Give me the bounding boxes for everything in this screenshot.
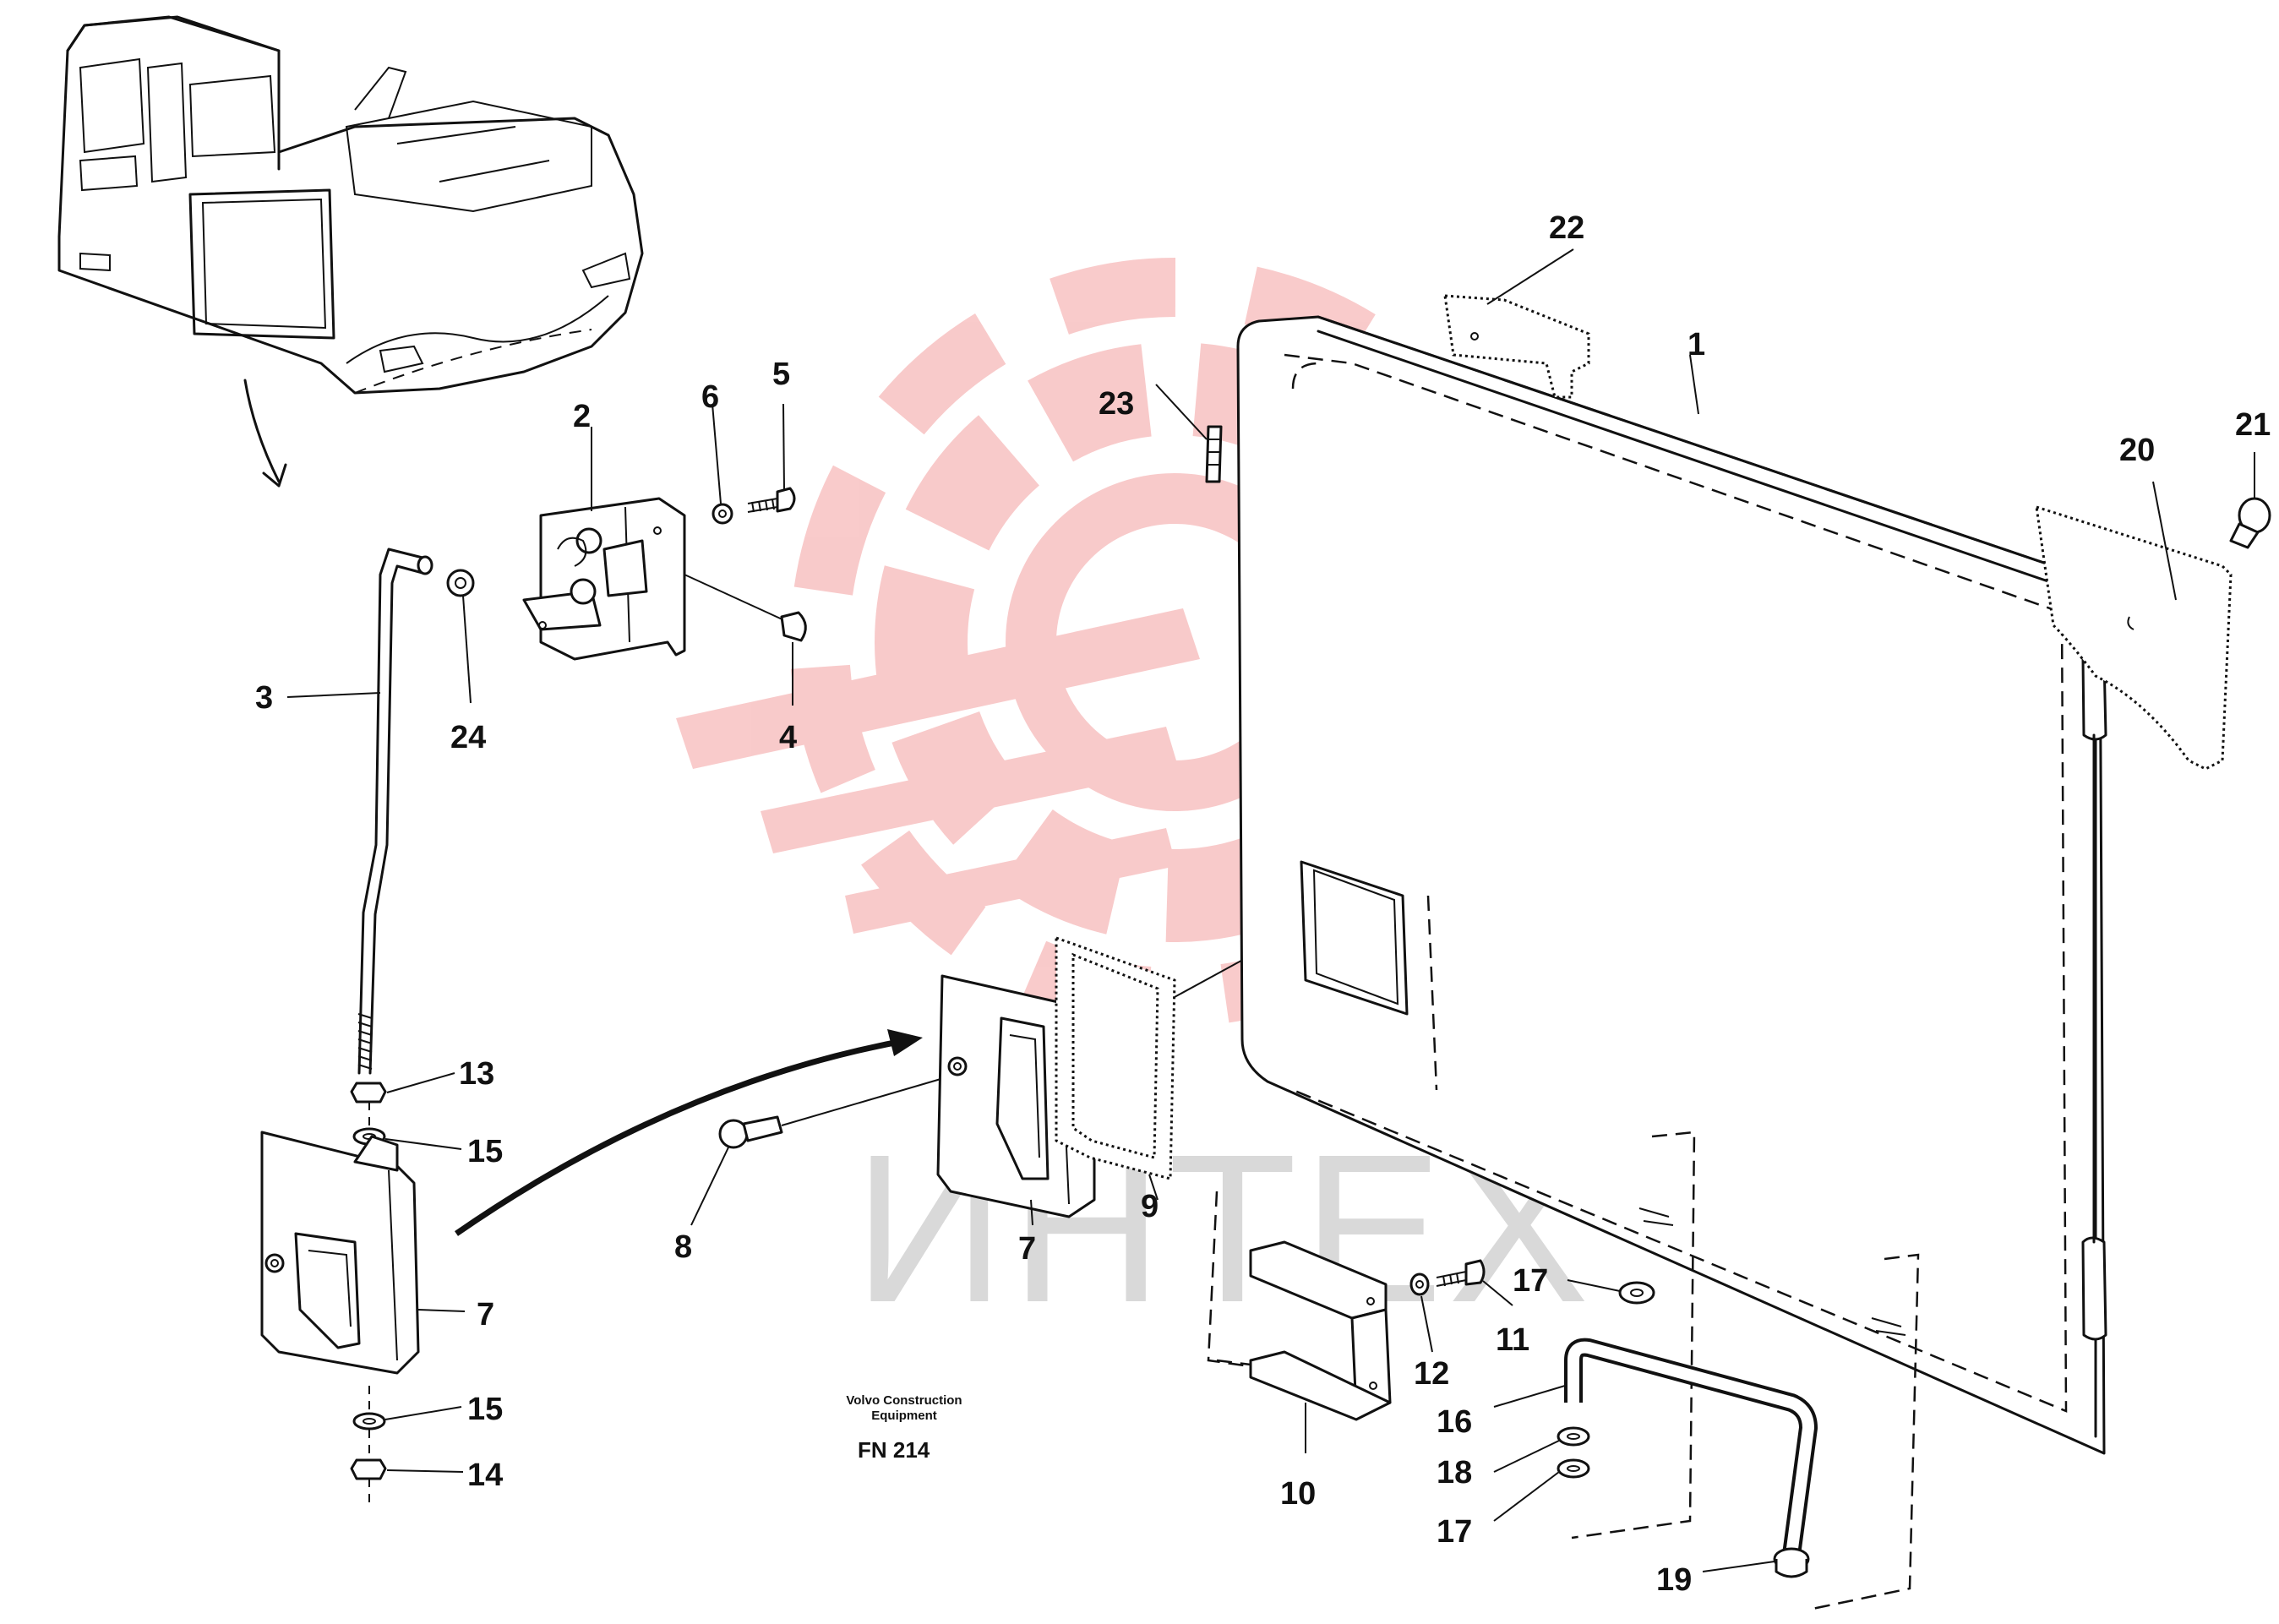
part-19-grommet — [1773, 1547, 1810, 1578]
excavator-overview-illustration — [57, 15, 644, 395]
callout-17-upper: 17 — [1513, 1263, 1548, 1299]
part-16-grab-handle — [1564, 1338, 1818, 1556]
part-18-washer — [1557, 1426, 1590, 1447]
part-5-screw — [747, 487, 796, 513]
callout-8: 8 — [674, 1229, 692, 1265]
part-13-nut — [350, 1082, 387, 1104]
part-24-clip — [446, 569, 475, 597]
callout-12: 12 — [1414, 1356, 1449, 1392]
assembly-arrow — [455, 1029, 923, 1236]
part-20-seal-section — [2035, 504, 2233, 771]
leader-line-part-8-axis — [781, 1076, 947, 1126]
part-12-washer — [1409, 1272, 1430, 1296]
callout-16: 16 — [1437, 1404, 1472, 1440]
callout-13: 13 — [459, 1056, 494, 1092]
mounting-hole-mark-right — [1871, 1317, 1906, 1336]
figure-code: FN 214 — [858, 1437, 930, 1463]
callout-22: 22 — [1549, 210, 1584, 246]
part-4-pin — [780, 611, 807, 642]
callout-9: 9 — [1141, 1189, 1159, 1224]
part-7-handle-exploded — [936, 974, 1096, 1218]
part-15-washer-lower — [352, 1412, 386, 1431]
part-21-grommet — [2229, 497, 2271, 549]
leader-lines — [286, 248, 2255, 1572]
part-6-washer — [712, 503, 733, 525]
part-2-lock-mechanism — [522, 497, 686, 661]
callout-7-left: 7 — [477, 1297, 494, 1332]
grab-handle-guide-left — [1571, 1131, 1696, 1540]
part-7-handle-left — [260, 1131, 420, 1375]
callout-11: 11 — [1496, 1322, 1529, 1358]
callout-21: 21 — [2235, 407, 2271, 443]
callout-17-lower: 17 — [1437, 1514, 1472, 1550]
part-17-grommet-upper — [1618, 1281, 1655, 1305]
leader-line-part-4 — [684, 574, 787, 622]
part-9-gasket — [1055, 935, 1176, 1180]
overview-pointer-arrow — [243, 379, 287, 488]
callout-24: 24 — [450, 720, 486, 755]
part-11-screw — [1436, 1259, 1486, 1287]
callout-labels: 1 2 3 4 5 6 7 7 8 9 10 11 12 13 14 15 15… — [255, 210, 2271, 1598]
callout-7-exploded: 7 — [1018, 1231, 1036, 1267]
callout-23: 23 — [1099, 386, 1134, 422]
callout-18: 18 — [1437, 1455, 1472, 1490]
part-10-bracket — [1216, 1240, 1392, 1421]
part-3-actuating-rod — [357, 548, 433, 1075]
callout-2: 2 — [573, 399, 591, 434]
callout-4: 4 — [779, 720, 797, 755]
grab-handle-guide-right — [1807, 1253, 1920, 1611]
part-8-lock-cylinder — [718, 1115, 783, 1149]
part-23-plug — [1205, 425, 1223, 483]
callout-6: 6 — [701, 379, 719, 415]
mounting-hole-mark-left — [1638, 1207, 1674, 1226]
part-14-nut — [350, 1458, 387, 1480]
part-22-seal-strip — [1443, 294, 1590, 399]
callout-10: 10 — [1280, 1476, 1316, 1512]
callout-5: 5 — [772, 357, 790, 392]
callout-14: 14 — [467, 1458, 503, 1493]
callout-3: 3 — [255, 680, 273, 716]
callout-19: 19 — [1656, 1562, 1692, 1598]
callout-15-lower: 15 — [467, 1392, 503, 1427]
callout-20: 20 — [2119, 433, 2155, 468]
credit-line-2: Equipment — [871, 1409, 937, 1423]
credit-line-1: Volvo Construction — [846, 1393, 962, 1408]
callout-1: 1 — [1687, 327, 1705, 362]
part-17-grommet-lower — [1557, 1458, 1590, 1479]
callout-15-upper: 15 — [467, 1134, 503, 1169]
